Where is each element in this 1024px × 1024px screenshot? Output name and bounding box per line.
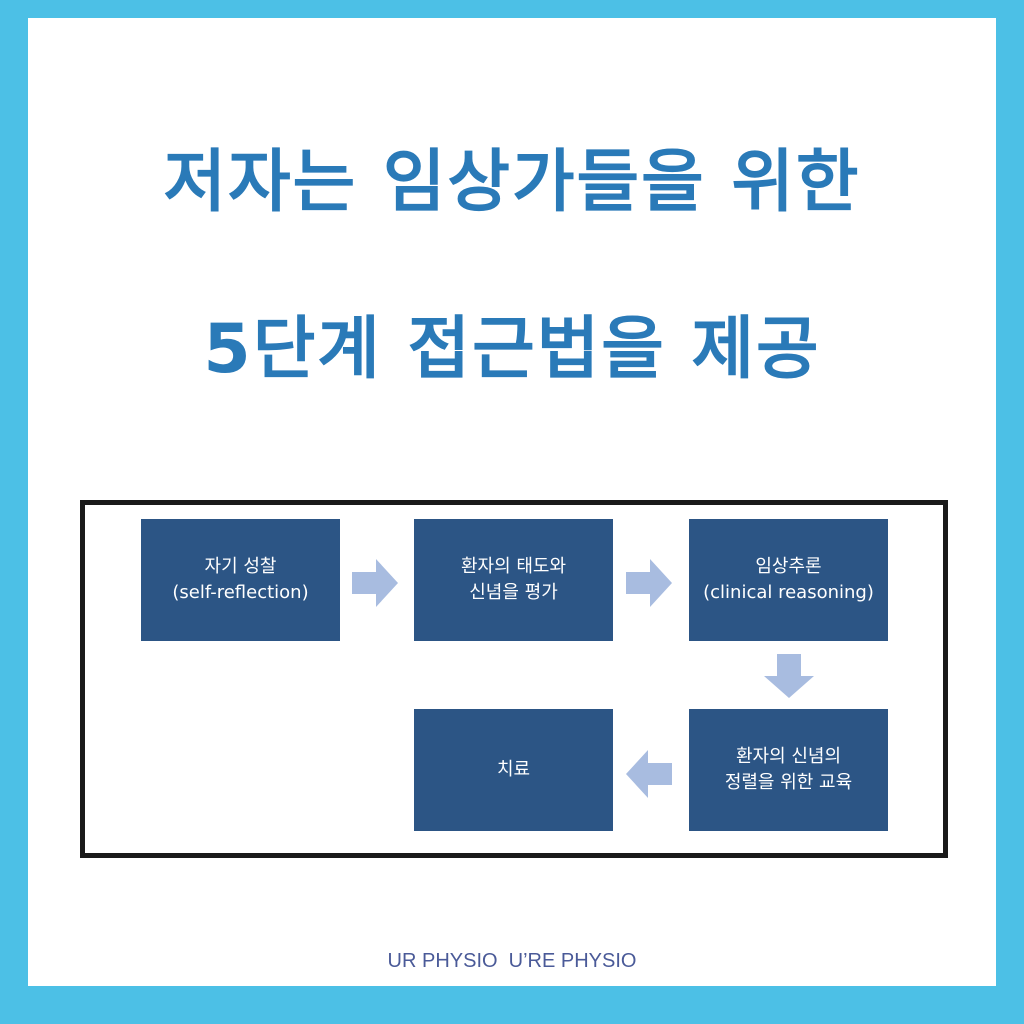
- step-2-line-1: 환자의 태도와: [460, 556, 567, 577]
- step-4-line-2: 정렬을 위한 교육: [724, 772, 853, 793]
- step-treatment: 치료: [414, 709, 613, 831]
- arrow-right-icon: [352, 559, 398, 607]
- step-5-line-1: 치료: [496, 759, 531, 780]
- headline-line-1: 저자는 임상가들을 위한: [163, 143, 861, 222]
- step-1-line-2: (self-reflection): [172, 582, 309, 603]
- step-assess-beliefs: 환자의 태도와 신념을 평가: [414, 519, 613, 641]
- arrow-left-icon: [626, 750, 672, 798]
- headline-line-2: 5단계 접근법을 제공: [203, 310, 821, 389]
- step-3-line-1: 임상추론: [755, 556, 822, 577]
- step-self-reflection: 자기 성찰 (self-reflection): [141, 519, 340, 641]
- step-education: 환자의 신념의 정렬을 위한 교육: [689, 709, 888, 831]
- arrow-down-icon: [764, 654, 814, 698]
- footer-brand: UR PHYSIO U’RE PHYSIO: [387, 950, 637, 972]
- step-1-line-1: 자기 성찰: [204, 556, 277, 577]
- step-4-line-1: 환자의 신념의: [735, 746, 842, 767]
- step-2-line-2: 신념을 평가: [469, 582, 558, 603]
- arrow-right-icon: [626, 559, 672, 607]
- step-3-line-2: (clinical reasoning): [703, 582, 874, 603]
- step-clinical-reasoning: 임상추론 (clinical reasoning): [689, 519, 888, 641]
